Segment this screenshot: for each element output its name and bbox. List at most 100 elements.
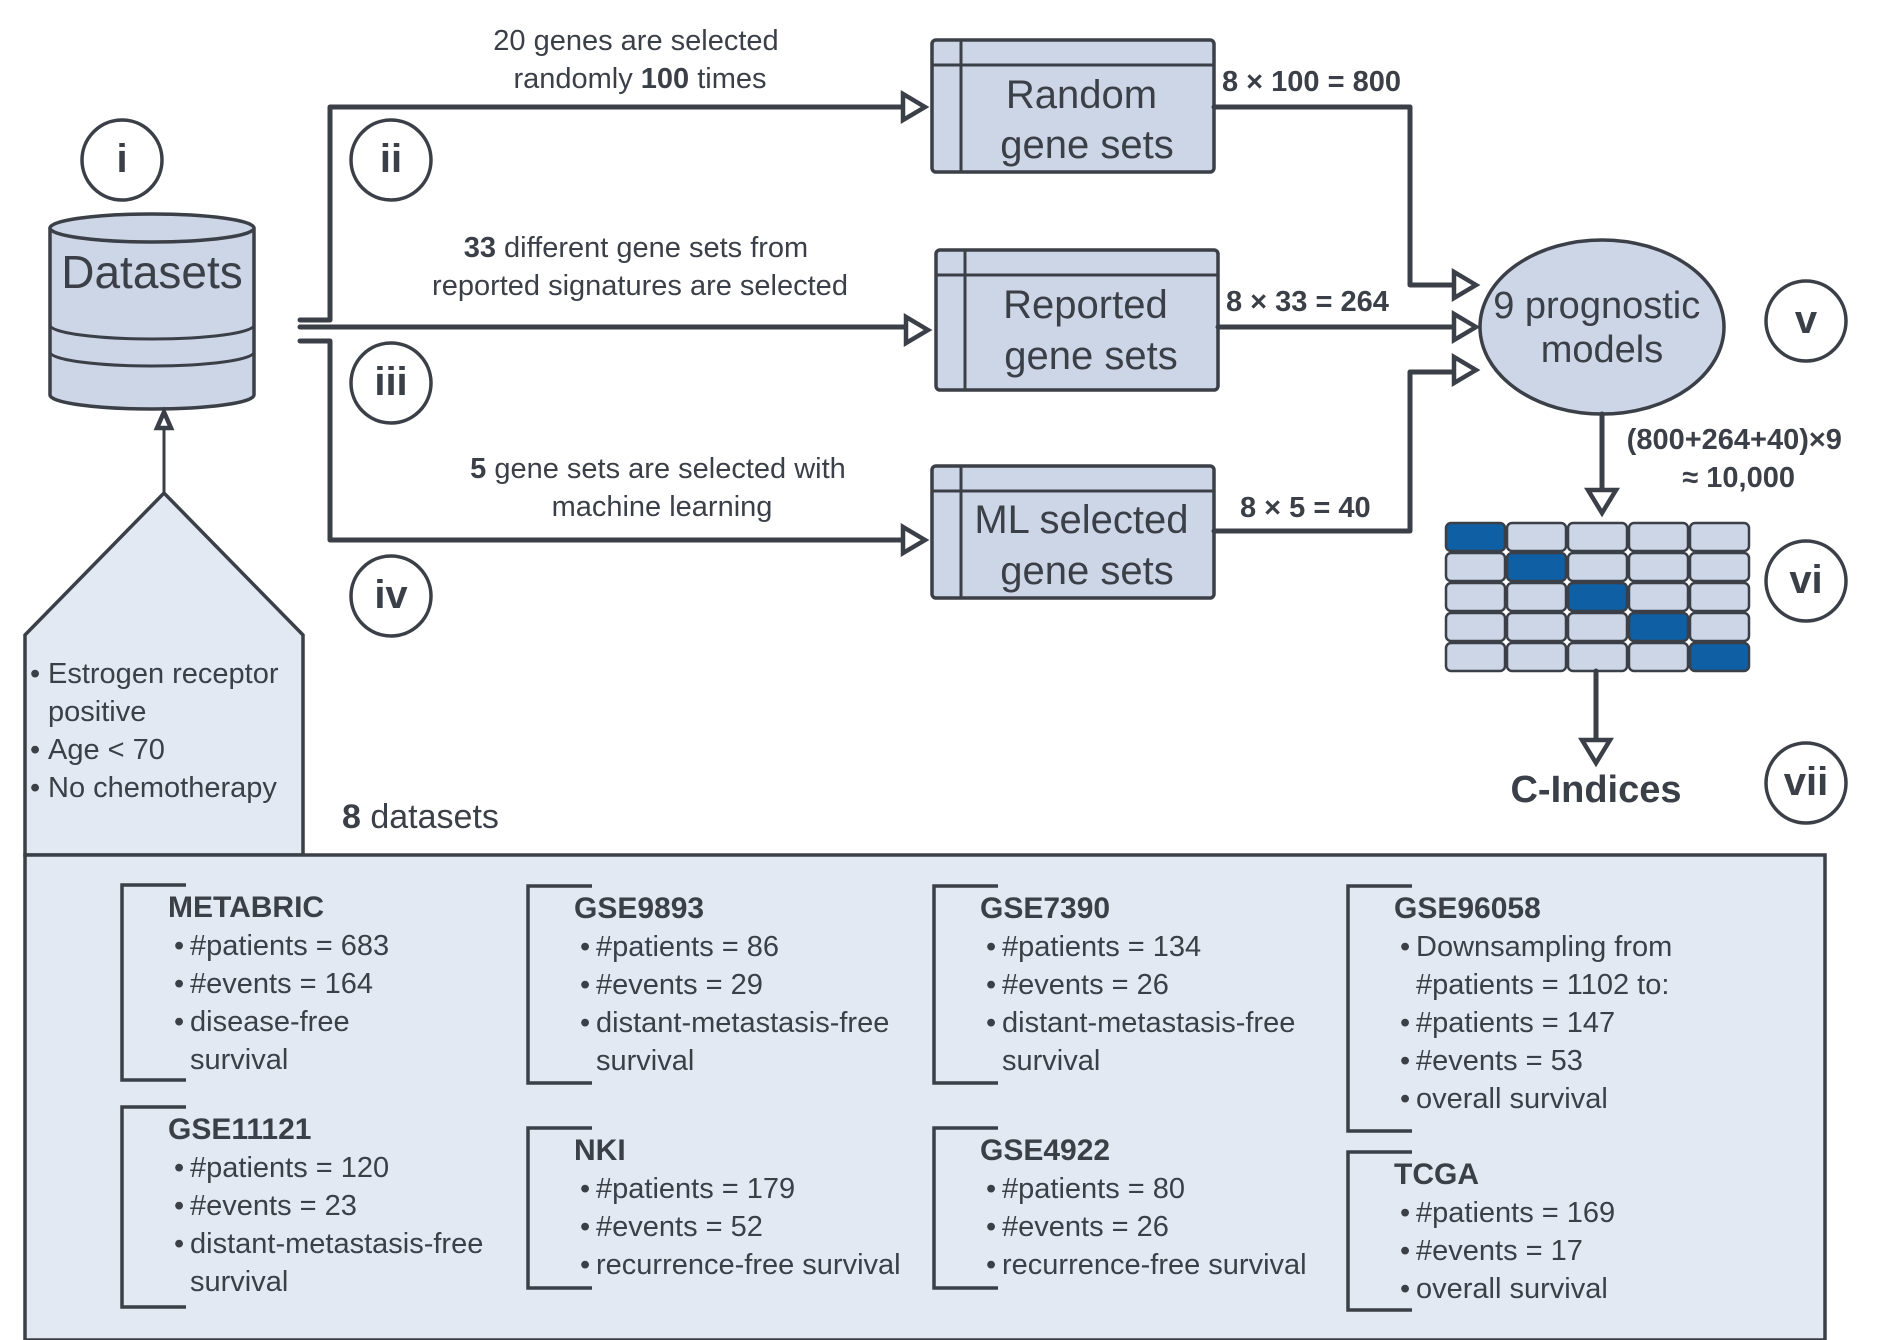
dataset-detail: survival: [596, 1045, 694, 1077]
bullet: •: [580, 1007, 590, 1039]
c-index-cell: [1505, 611, 1568, 643]
c-index-cell: [1566, 581, 1629, 613]
step-i-label: i: [116, 137, 127, 181]
datasets-panel: [23, 853, 1827, 1340]
reported-caption: 33 different gene sets from reported sig…: [432, 232, 848, 302]
c-index-cell: [1444, 581, 1507, 613]
step-v-label: v: [1795, 298, 1818, 342]
ml-gene-sets-box: ML selected gene sets: [930, 464, 1216, 600]
criteria-list: •Estrogen receptor positive •Age < 70 •N…: [30, 658, 287, 804]
dataset-detail: #patients = 86: [596, 931, 779, 963]
dataset-bracket: [932, 884, 998, 1085]
c-index-cell: [1627, 641, 1690, 673]
svg-text:Reported gene sets: Reported gene sets: [1003, 283, 1179, 378]
total-label: (800+264+40)×9 ≈ 10,000: [1627, 424, 1850, 494]
dataset-card-nki: NKI•#patients = 179•#events = 52•recurre…: [526, 1126, 901, 1290]
dataset-detail: #patients = 134: [1002, 931, 1201, 963]
c-index-cell: [1566, 521, 1629, 553]
dataset-detail: #events = 23: [190, 1190, 357, 1222]
bullet: •: [580, 969, 590, 1001]
dataset-card-gse4922: GSE4922•#patients = 80•#events = 26•recu…: [932, 1126, 1307, 1290]
datasets-cylinder: Datasets: [48, 212, 256, 411]
total-line-1: (800+264+40)×9: [1627, 424, 1842, 456]
arrowhead-random: [900, 90, 930, 124]
datasets-count-label: datasets: [361, 798, 499, 836]
bullet: •: [986, 1173, 996, 1205]
arrowhead-ml-models: [1451, 353, 1481, 387]
datasets-count-number: 8: [342, 798, 361, 836]
bullet: •: [1400, 1235, 1410, 1267]
reported-caption-line-2: reported signatures are selected: [432, 270, 848, 302]
criteria-arrow: [153, 406, 175, 493]
step-v-circle: v: [1764, 279, 1848, 363]
datasets-count: 8 datasets: [342, 798, 499, 836]
bullet: •: [1400, 1197, 1410, 1229]
bullet: •: [986, 1249, 996, 1281]
c-index-cell: [1444, 641, 1507, 673]
ml-count: 8 × 5 = 40: [1240, 492, 1371, 524]
dataset-detail: #patients = 179: [596, 1173, 795, 1205]
c-index-cell: [1444, 611, 1507, 643]
c-index-cell: [1505, 581, 1568, 613]
step-iii-label: iii: [374, 360, 407, 404]
datasets-label: Datasets: [61, 246, 243, 298]
arrowhead-ml: [900, 523, 930, 557]
dataset-detail: #events = 164: [190, 968, 373, 1000]
svg-text:Random gene sets: Random gene sets: [1000, 73, 1173, 167]
dataset-card-gse9893: GSE9893•#patients = 86•#events = 29•dist…: [526, 884, 889, 1085]
svg-text:9 prognostic models: 9 prognostic models: [1493, 285, 1711, 371]
connector-ml: [297, 338, 908, 543]
connector-ml-models: [1211, 369, 1458, 534]
dataset-card-gse7390: GSE7390•#patients = 134•#events = 26•dis…: [932, 884, 1295, 1085]
step-vi-circle: vi: [1764, 539, 1848, 623]
bullet: •: [174, 930, 184, 962]
bullet: •: [1400, 1007, 1410, 1039]
bullet: •: [986, 969, 996, 1001]
dataset-detail: Downsampling from: [1416, 931, 1672, 963]
step-vii-label: vii: [1784, 760, 1828, 804]
dataset-name: GSE4922: [980, 1134, 1110, 1167]
dataset-detail: survival: [1002, 1045, 1100, 1077]
criteria-line-1: Estrogen receptor: [48, 658, 279, 690]
bullet: •: [580, 1211, 590, 1243]
bullet: •: [986, 1007, 996, 1039]
reported-box-line-2: gene sets: [1004, 334, 1177, 378]
arrowhead-random-models: [1451, 268, 1481, 302]
arrowhead-grid: [1583, 487, 1621, 518]
reported-gene-sets-box: Reported gene sets: [934, 248, 1220, 392]
ml-caption: 5 gene sets are selected with machine le…: [470, 453, 854, 523]
dataset-detail: distant-metastasis-free: [1002, 1007, 1295, 1039]
step-ii-circle: ii: [349, 118, 433, 202]
dataset-detail: distant-metastasis-free: [596, 1007, 889, 1039]
dataset-detail: #events = 52: [596, 1211, 763, 1243]
dataset-detail: #events = 26: [1002, 1211, 1169, 1243]
bullet: •: [174, 1190, 184, 1222]
step-iv-label: iv: [374, 573, 408, 617]
dataset-detail: recurrence-free survival: [596, 1249, 901, 1281]
c-index-cell: [1566, 611, 1629, 643]
criteria-bullet-3: •: [30, 772, 40, 804]
total-line-2: ≈ 10,000: [1682, 462, 1795, 494]
dataset-bracket: [526, 1126, 592, 1290]
bullet: •: [986, 931, 996, 963]
ml-box-line-2: gene sets: [1000, 549, 1173, 593]
dataset-bracket: [526, 884, 592, 1085]
step-iii-circle: iii: [349, 341, 433, 425]
connector-random: [297, 104, 908, 323]
dataset-detail: recurrence-free survival: [1002, 1249, 1307, 1281]
c-index-cell: [1627, 611, 1690, 643]
c-index-cell: [1688, 641, 1751, 673]
dataset-name: METABRIC: [168, 891, 324, 924]
models-line-2: models: [1541, 329, 1664, 371]
prognostic-models-ellipse: 9 prognostic models: [1478, 238, 1726, 416]
dataset-detail: #patients = 683: [190, 930, 389, 962]
random-gene-sets-box: Random gene sets: [930, 38, 1216, 174]
bullet: •: [1400, 1083, 1410, 1115]
reported-caption-line-1: 33 different gene sets from: [464, 232, 808, 264]
c-index-cell: [1627, 521, 1690, 553]
c-index-cell: [1505, 521, 1568, 553]
bullet: •: [1400, 1045, 1410, 1077]
dataset-card-gse96058: GSE96058•Downsampling from#patients = 11…: [1346, 884, 1672, 1133]
reported-count: 8 × 33 = 264: [1226, 286, 1389, 318]
